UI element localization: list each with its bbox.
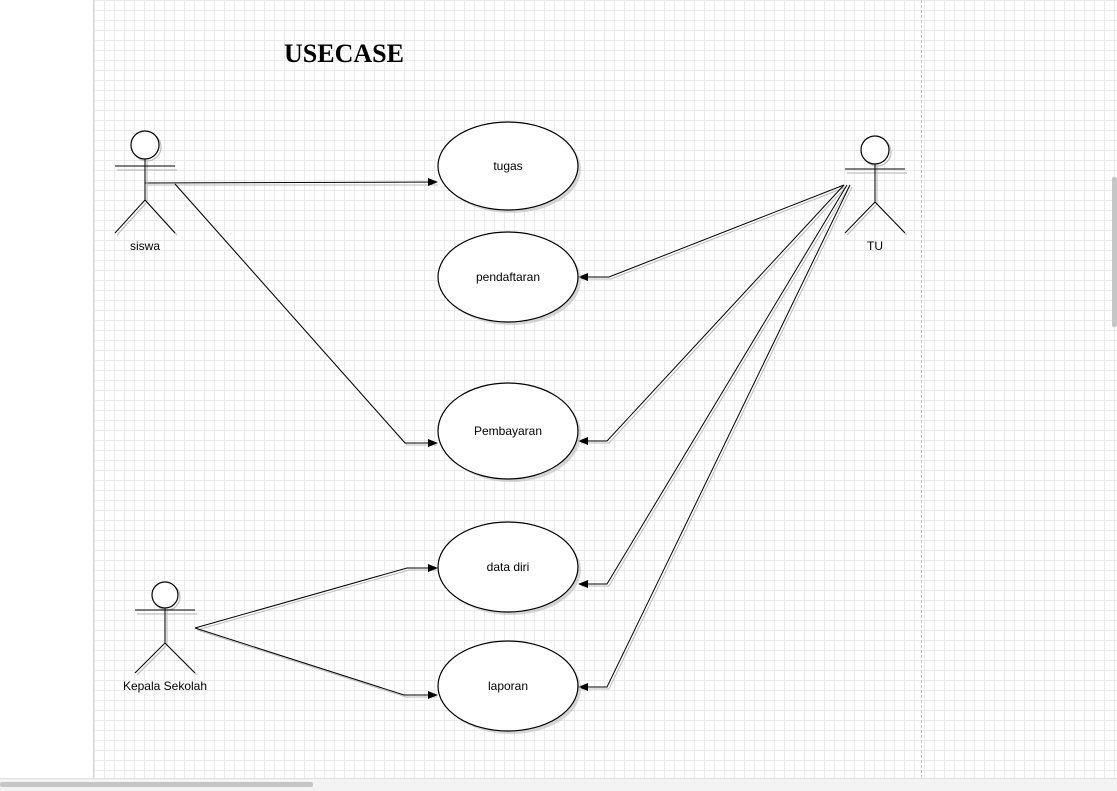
association-siswa-tugas[interactable] [144,178,438,187]
actor-siswa[interactable]: siswa [114,130,178,253]
actor-tu[interactable]: TU [844,135,908,253]
usecase-pembayaran-label: Pembayaran [474,424,542,438]
page-break-line [921,0,922,778]
usecase-pendaftaran[interactable]: pendaftaran [437,231,581,325]
association-tu-data-diri[interactable] [578,184,850,588]
actor-tu-label: TU [867,239,883,253]
diagram-canvas[interactable] [93,0,1117,778]
association-tu-laporan[interactable] [578,184,853,691]
association-siswa-pembayaran[interactable] [174,183,438,447]
usecase-data-diri[interactable]: data diri [437,521,581,615]
usecase-data-diri-label: data diri [487,560,530,574]
association-tu-pembayaran[interactable] [578,184,847,445]
usecase-pembayaran[interactable]: Pembayaran [437,382,581,482]
vertical-scrollbar-thumb[interactable] [1112,177,1117,327]
horizontal-scrollbar-thumb[interactable] [0,782,313,787]
actor-siswa-label: siswa [130,239,160,253]
usecase-tugas-label: tugas [493,159,522,173]
association-tu-pendaftaran[interactable] [578,184,847,281]
diagram-title: USECASE [284,39,404,68]
usecase-pendaftaran-label: pendaftaran [476,270,540,284]
association-kepala-laporan[interactable] [194,627,438,699]
actor-kepala-sekolah-label: Kepala Sekolah [123,679,207,693]
actor-kepala-sekolah[interactable]: Kepala Sekolah [123,581,207,693]
association-kepala-data-diri[interactable] [194,564,438,631]
usecase-laporan[interactable]: laporan [437,640,581,734]
usecase-laporan-label: laporan [488,679,528,693]
usecase-tugas[interactable]: tugas [437,121,581,213]
horizontal-scrollbar[interactable] [0,778,1117,791]
